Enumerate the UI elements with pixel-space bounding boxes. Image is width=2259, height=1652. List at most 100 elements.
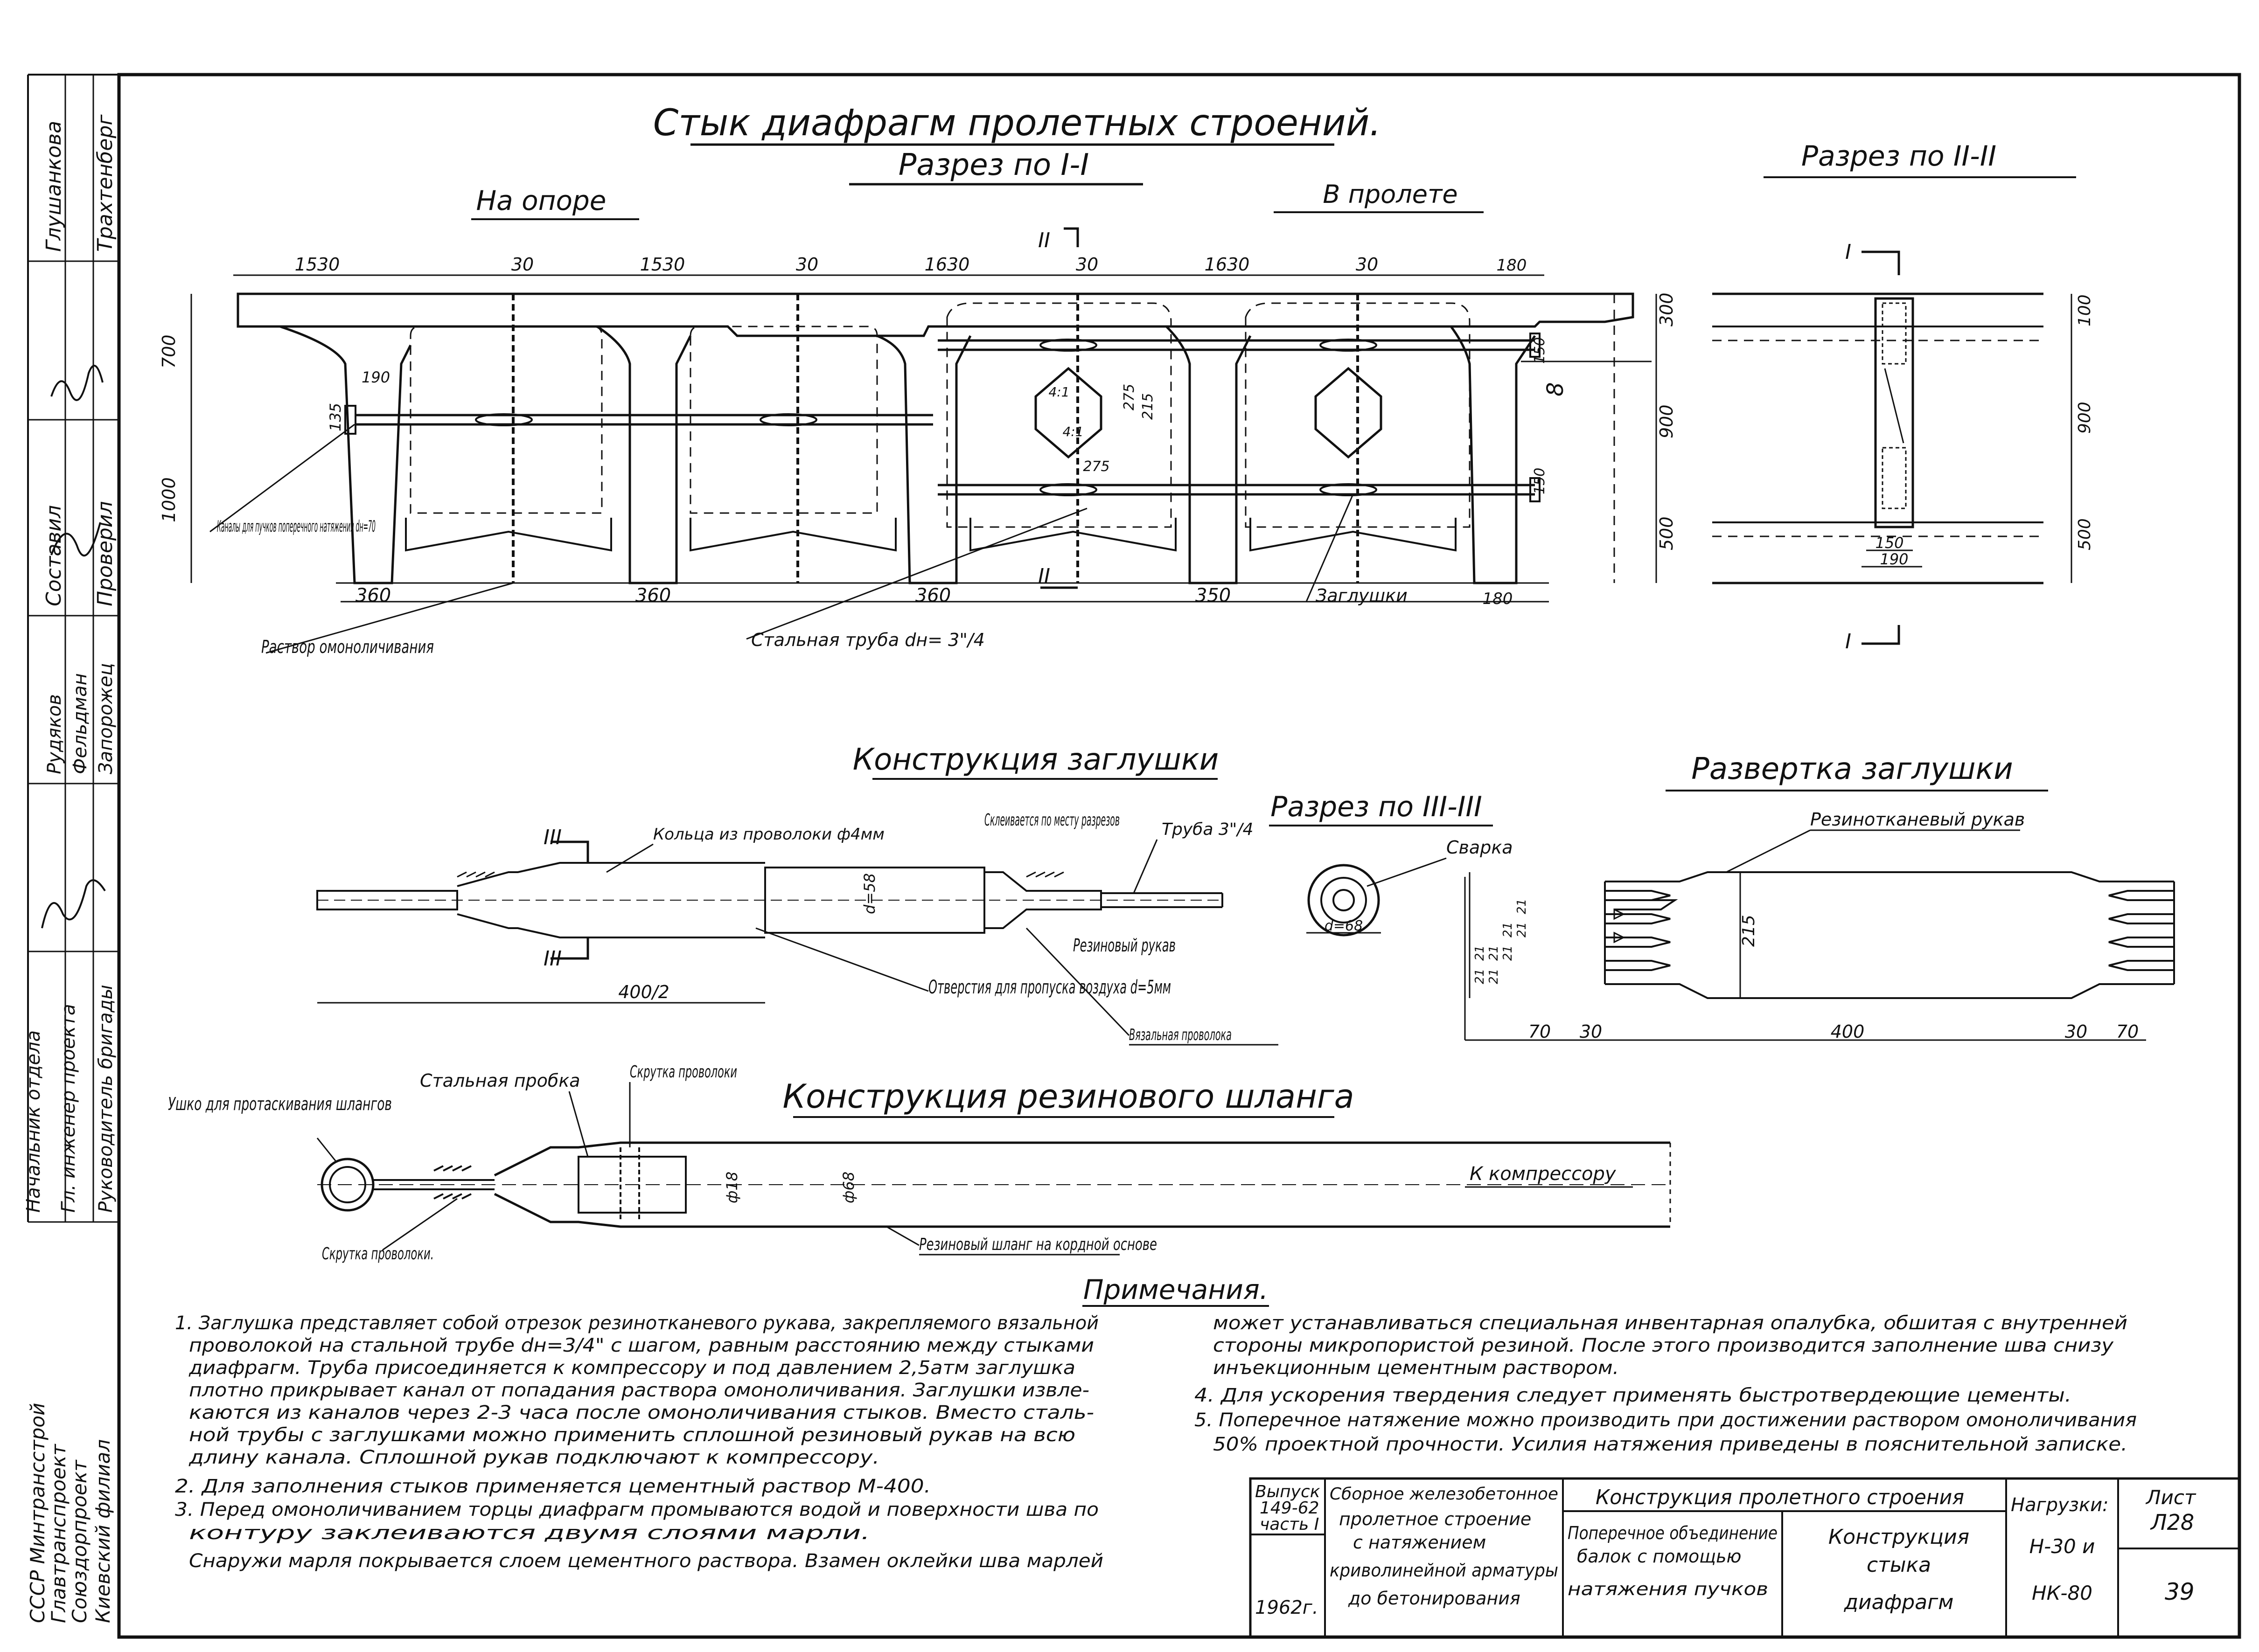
- dim-label: 21: [1501, 922, 1515, 937]
- dim-label: 215: [1739, 915, 1758, 947]
- subject-line: балок с помощью: [1577, 1546, 1741, 1567]
- load-value: Н-30 и: [2029, 1535, 2095, 1558]
- section-1-drawing: [190, 227, 1657, 603]
- stamp-organization: СССР Минтрансстрой: [26, 1403, 49, 1623]
- dim-label: 180: [1483, 590, 1513, 608]
- hose-label: Резиновый шланг на кордной основе: [919, 1235, 1157, 1254]
- wire-label: Вязальная проволока: [1129, 1026, 1232, 1044]
- leader-line: [1025, 927, 1130, 1036]
- stamp-role: Начальник отдела: [23, 1030, 44, 1213]
- note-line: Снаружи марля покрывается слоем цементно…: [189, 1550, 1103, 1572]
- sheet-frame: [117, 73, 2241, 1639]
- dim-label: 30: [796, 254, 818, 275]
- dim-label: 135: [327, 403, 344, 431]
- issue-number: 149-62: [1260, 1499, 1319, 1518]
- dim-label: 30: [1076, 254, 1098, 275]
- pipe-label: Труба 3"/4: [1162, 820, 1253, 839]
- dim-label: 150: [1875, 534, 1903, 552]
- twist-bottom-label: Скрутка проволоки.: [322, 1244, 434, 1263]
- signature-mark: [50, 365, 104, 401]
- leader-line: [568, 1091, 589, 1157]
- note-line: 4. Для ускорения твердения следует приме…: [1194, 1385, 2071, 1406]
- stamp-name: Глушанкова: [42, 121, 66, 252]
- stamp-role: Составил: [42, 505, 66, 606]
- subject-line: Поперечное объединение: [1568, 1523, 1778, 1543]
- plug-development-drawing: [1464, 871, 2175, 1041]
- weld-label: Сварка: [1446, 837, 1513, 858]
- rings-label: Кольца из проволоки ф4мм: [653, 825, 885, 844]
- dim-label: 360: [356, 585, 391, 606]
- plug-development-title: Развертка заглушки: [1691, 752, 2013, 786]
- dim-label: 900: [1656, 404, 1677, 438]
- dim-label: 1630: [1205, 254, 1250, 275]
- dim-label: 21: [1487, 969, 1501, 984]
- dim-label: ф18: [723, 1172, 741, 1203]
- dim-label: 30: [2065, 1021, 2087, 1042]
- dim-label: 350: [1195, 585, 1231, 606]
- dim-label: 21: [1515, 922, 1529, 937]
- dim-label: 21: [1501, 945, 1515, 961]
- dim-label: d=58: [861, 873, 878, 914]
- dim-label: 30: [511, 254, 534, 275]
- notes-right: может устанавливаться специальная инвент…: [1194, 1312, 2137, 1455]
- notes-left: 1. Заглушка представляет собой отрезок р…: [175, 1312, 1103, 1572]
- load-label: Нагрузки:: [2011, 1494, 2109, 1516]
- dim-label: 400/2: [618, 982, 669, 1002]
- drawing-title: Стык диафрагм пролетных строений.: [653, 102, 1381, 144]
- dim-label: 1000: [159, 477, 179, 522]
- series-line: с натяжением: [1353, 1532, 1486, 1553]
- note-line: плотно прикрывает канал от попадания рас…: [189, 1380, 1089, 1401]
- stamp-organization: Главтранспроект: [47, 1444, 70, 1623]
- note-line: 3. Перед омоноличиванием торцы диафрагм …: [175, 1499, 1099, 1520]
- leader-line: [316, 1138, 337, 1162]
- dim-label: 215: [1140, 393, 1156, 420]
- series-line: Сборное железобетонное: [1330, 1485, 1558, 1504]
- note-line: 50% проектной прочности. Усилия натяжени…: [1213, 1434, 2127, 1455]
- note-line: стороны микропористой резиной. После это…: [1213, 1335, 2114, 1356]
- compressor-label: К компрессору: [1470, 1163, 1617, 1185]
- issue-year: 1962г.: [1255, 1597, 1318, 1618]
- dim-label: 275: [1121, 384, 1137, 410]
- section-1-title: Разрез по I-I: [899, 148, 1089, 182]
- stamp-organization: Союздорпроект: [68, 1459, 91, 1623]
- stamp-role: Руководитель бригады: [95, 985, 117, 1213]
- development-label: Резинотканевый рукав: [1810, 809, 2025, 830]
- mortar-label: Раствор омоноличивания: [261, 637, 434, 657]
- title-block: [1249, 1477, 2241, 1638]
- leader-line: [1133, 839, 1158, 894]
- holes-label: Отверстия для пропуска воздуха d=5мм: [928, 977, 1171, 998]
- hose-construction-drawing: [317, 1141, 1671, 1228]
- dim-label: 70: [2116, 1021, 2139, 1042]
- dim-label: 1530: [640, 254, 685, 275]
- stamp-role: Гл. инженер проекта: [58, 1004, 79, 1213]
- note-line: 1. Заглушка представляет собой отрезок р…: [175, 1312, 1099, 1334]
- eye-label: Ушко для протаскивания шлангов: [168, 1094, 392, 1114]
- in-span-label: В пролете: [1323, 180, 1457, 209]
- dim-label: 300: [1656, 292, 1677, 326]
- series-line: пролетное строение: [1339, 1509, 1531, 1529]
- dim-label: 190: [362, 368, 390, 386]
- dim-label: 180: [1497, 256, 1527, 275]
- dim-label: 21: [1487, 945, 1501, 961]
- section-mark: II: [1038, 229, 1050, 252]
- dim-label: 500: [2075, 518, 2094, 550]
- dim-label: 700: [159, 334, 179, 368]
- note-line: ной трубы с заглушками можно применить с…: [189, 1424, 1075, 1446]
- series-line: до бетонирования: [1348, 1588, 1520, 1609]
- dim-label: 360: [915, 585, 951, 606]
- stamp-organization: Киевский филиал: [91, 1439, 114, 1623]
- dim-label: 360: [635, 585, 671, 606]
- note-line: может устанавливаться специальная инвент…: [1213, 1312, 2127, 1334]
- leader-line: [1726, 829, 1811, 873]
- dim-label: 30: [1580, 1021, 1602, 1042]
- section-mark: I: [1845, 240, 1851, 264]
- stamp-role: Проверил: [93, 501, 117, 606]
- dim-label: 70: [1528, 1021, 1551, 1042]
- rubber-sleeve-label: Резиновый рукав: [1073, 935, 1176, 956]
- dim-label: 30: [1356, 254, 1378, 275]
- stamp-name: Трахтенберг: [93, 114, 117, 252]
- leader-line: [886, 1226, 920, 1246]
- dim-label: 900: [2075, 402, 2094, 434]
- dim-label: 190: [1880, 550, 1908, 568]
